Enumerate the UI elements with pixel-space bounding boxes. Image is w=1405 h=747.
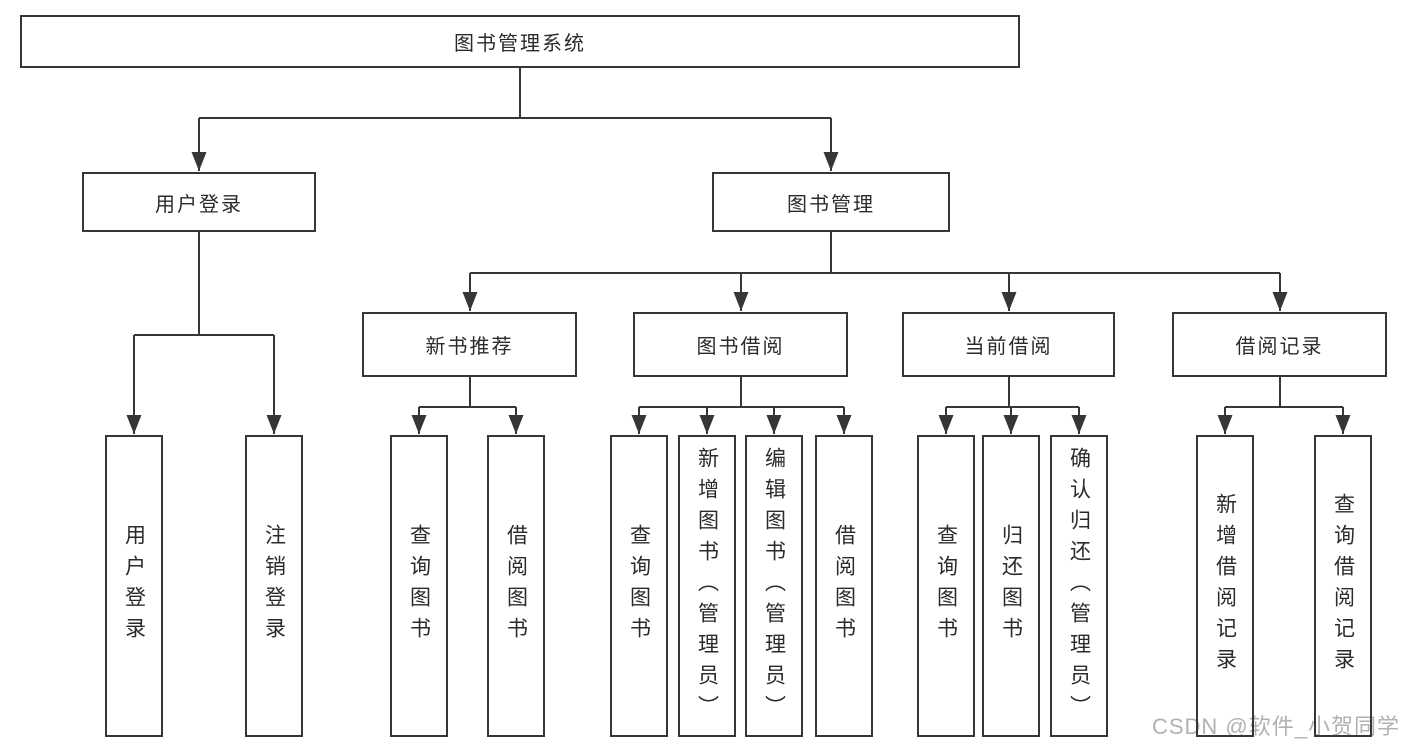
node-user-login: 用户登录 <box>82 172 316 232</box>
node-edit-book-admin: 编辑图书（管理员） <box>745 435 803 737</box>
csdn-watermark: CSDN @软件_小贺同学 <box>1151 714 1400 739</box>
node-return-books: 归还图书 <box>982 435 1040 737</box>
node-logout: 注销登录 <box>245 435 303 737</box>
node-borrowing-records: 借阅记录 <box>1172 312 1387 377</box>
node-query-books-recommend: 查询图书 <box>390 435 448 737</box>
node-add-borrow-record: 新增借阅记录 <box>1196 435 1254 737</box>
node-query-books-current: 查询图书 <box>917 435 975 737</box>
node-book-management: 图书管理 <box>712 172 950 232</box>
node-borrow-books-recommend: 借阅图书 <box>487 435 545 737</box>
node-library-management-system: 图书管理系统 <box>20 15 1020 68</box>
node-user-login-leaf: 用户登录 <box>105 435 163 737</box>
node-confirm-return-admin: 确认归还（管理员） <box>1050 435 1108 737</box>
node-borrow-books-leaf: 借阅图书 <box>815 435 873 737</box>
node-current-borrowing: 当前借阅 <box>902 312 1115 377</box>
node-new-book-recommendation: 新书推荐 <box>362 312 577 377</box>
node-query-books-borrowing: 查询图书 <box>610 435 668 737</box>
node-add-book-admin: 新增图书（管理员） <box>678 435 736 737</box>
node-book-borrowing: 图书借阅 <box>633 312 848 377</box>
node-query-borrow-record: 查询借阅记录 <box>1314 435 1372 737</box>
